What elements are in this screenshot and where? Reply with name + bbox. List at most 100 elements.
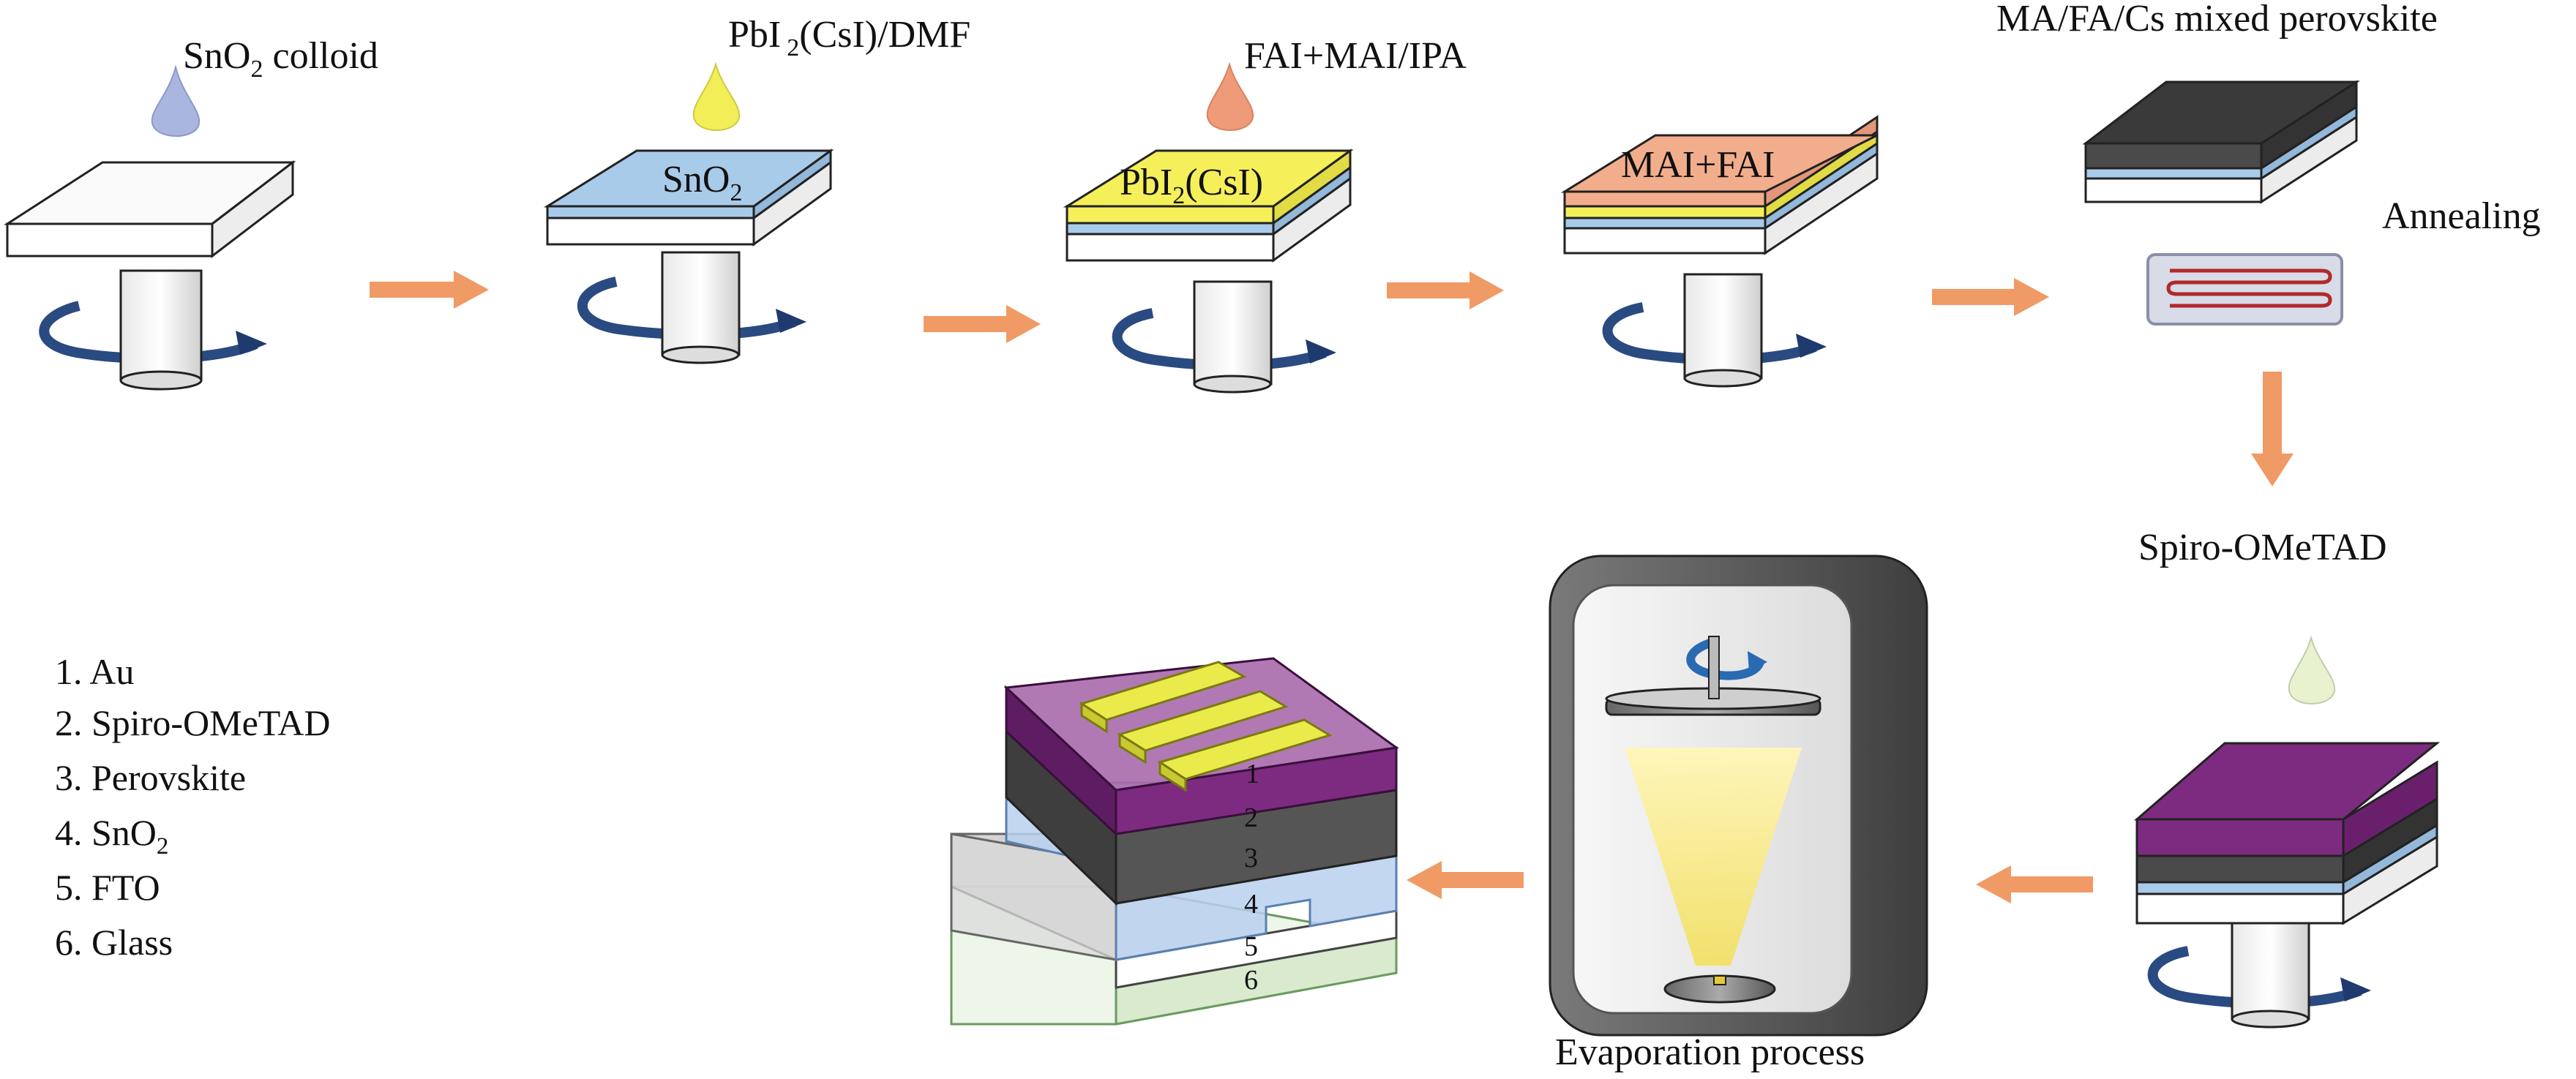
rotation-arrow-back — [577, 277, 796, 340]
step2-layer-sub: 2 — [730, 179, 742, 206]
rotation-arrow-head — [236, 331, 267, 355]
step2-label: PbI — [728, 14, 781, 56]
device-number-3: 3 — [1244, 843, 1258, 873]
device-number-4: 4 — [1244, 889, 1258, 920]
step2-label-tail: (CsI)/DMF — [799, 14, 970, 56]
glass-front — [2084, 177, 2263, 203]
step3-layer-sub: 2 — [1172, 182, 1185, 209]
rotation-arrow-head — [1796, 334, 1827, 358]
perovskite-layer-front — [2135, 854, 2345, 884]
spin-pillar — [119, 269, 203, 382]
rotation-arrow-head — [1306, 339, 1336, 364]
evaporation-beam — [1625, 748, 1802, 966]
spin-pillar-base — [1683, 369, 1762, 388]
device-number-6: 6 — [1244, 965, 1258, 996]
substrate-side — [211, 159, 294, 259]
rotation-arrow-head — [2340, 977, 2371, 1001]
step2-label-sub: 2 — [787, 34, 799, 61]
device-number-2: 2 — [1244, 802, 1258, 833]
spin-pillar — [1683, 273, 1763, 380]
glass-front — [1563, 227, 1767, 255]
annealing-label: Annealing — [2382, 195, 2541, 237]
sno2-layer-front — [1563, 217, 1767, 230]
sno2-drop-icon — [151, 64, 201, 137]
step2-layer-label: SnO — [662, 159, 730, 200]
svg-text:SnO2 colloid: SnO2 colloid — [183, 35, 378, 83]
step3-label: FAI+MAI/IPA — [1244, 35, 1467, 77]
rotation-arrow-head — [776, 309, 806, 333]
perovskite-layer-top — [2082, 80, 2361, 145]
device-number-1: 1 — [1246, 759, 1259, 789]
step1-label: SnO — [183, 35, 250, 77]
spin-pillar-base — [2231, 1010, 2310, 1029]
spin-pillar-base — [1193, 375, 1272, 394]
svg-text:PbI2(CsI): PbI2(CsI) — [1120, 162, 1263, 209]
pbi2-layer-front — [1563, 205, 1767, 219]
glass-front — [1066, 233, 1275, 262]
heating-coil — [2166, 268, 2332, 308]
sno2-layer-front — [2135, 881, 2345, 895]
legend-item-glass: 6. Glass — [55, 922, 173, 963]
spin-pillar — [661, 251, 741, 356]
spin-pillar — [1193, 280, 1273, 386]
step4-layer-label: MAI+FAI — [1621, 144, 1775, 186]
legend-item-fto: 5. FTO — [55, 867, 160, 908]
sno2-layer-top — [543, 149, 834, 208]
step5-annealing: MA/FA/Cs mixed perovskite Annealing — [1996, 0, 2541, 326]
layer-legend: 1. Au 2. Spiro-OMeTAD 3. Perovskite 4. S… — [55, 651, 331, 963]
holder-shaft — [1708, 636, 1720, 699]
evaporation-chamber: Evaporation process — [1549, 554, 1928, 1073]
sno2-layer-front — [1066, 222, 1275, 236]
legend-item-perovskite: 3. Perovskite — [55, 757, 246, 798]
flow-arrow-6 — [1976, 865, 2093, 903]
au-stripe-front — [1080, 702, 1108, 734]
legend-item-sno2-sub: 2 — [157, 833, 169, 860]
au-stripe-front — [1118, 732, 1147, 764]
legend-item-au: 1. Au — [55, 651, 134, 692]
spin-pillar-base — [661, 345, 740, 364]
step6-spin-coater: Spiro-OMeTAD — [2133, 527, 2441, 1029]
pbi2-layer-front — [1066, 205, 1275, 225]
svg-text:4. SnO2: 4. SnO2 — [55, 812, 168, 860]
device-fto-front — [1115, 909, 1398, 989]
flow-arrow-7 — [1407, 861, 1524, 899]
step1-label-sub: 2 — [250, 56, 263, 83]
hotplate-icon — [2146, 253, 2343, 326]
flow-arrow-5 — [2251, 372, 2294, 486]
spin-pillar-base — [119, 370, 203, 391]
device-au-electrodes — [1079, 661, 1333, 792]
rotation-arrow-back — [1602, 302, 1817, 365]
final-device-stack: 1 2 3 4 5 6 — [950, 657, 1399, 1026]
spiro-layer-top — [2133, 742, 2441, 821]
sno2-layer-front — [546, 205, 755, 219]
step1-label-tail: colloid — [263, 35, 378, 77]
svg-text:SnO2: SnO2 — [662, 159, 742, 206]
spiro-layer-front — [2135, 818, 2345, 857]
step3-layer-tail: (CsI) — [1185, 162, 1263, 203]
gold-source — [1713, 975, 1726, 985]
flow-arrow-1 — [370, 271, 489, 309]
mai-fai-layer-front — [1563, 190, 1767, 208]
glass-front — [546, 217, 755, 246]
device-number-5: 5 — [1244, 931, 1258, 962]
au-stripe-front — [1158, 760, 1187, 792]
step4-spin-coater: MAI+FAI — [1560, 115, 1879, 388]
spin-pillar — [2231, 919, 2310, 1020]
svg-text:PbI2(CsI)/DMF: PbI2(CsI)/DMF — [728, 14, 970, 61]
legend-item-spiro: 2. Spiro-OMeTAD — [55, 702, 331, 743]
flow-arrow-3 — [1387, 271, 1504, 309]
legend-item-sno2: 4. SnO — [55, 812, 157, 853]
flow-arrow-4 — [1932, 278, 2049, 316]
perovskite-layer-front — [2084, 142, 2263, 170]
substrate-front — [6, 222, 214, 257]
holder-rotation-arrowhead — [1748, 651, 1767, 672]
rotation-arrow-back — [1112, 308, 1327, 371]
rotation-arrow-back — [39, 301, 258, 364]
glass-front — [2135, 892, 2345, 925]
rotation-arrow-back — [2147, 946, 2362, 1009]
step3-layer-label: PbI — [1120, 162, 1172, 203]
mai-fai-layer-top — [1560, 134, 1878, 193]
step5-title: MA/FA/Cs mixed perovskite — [1996, 0, 2438, 40]
